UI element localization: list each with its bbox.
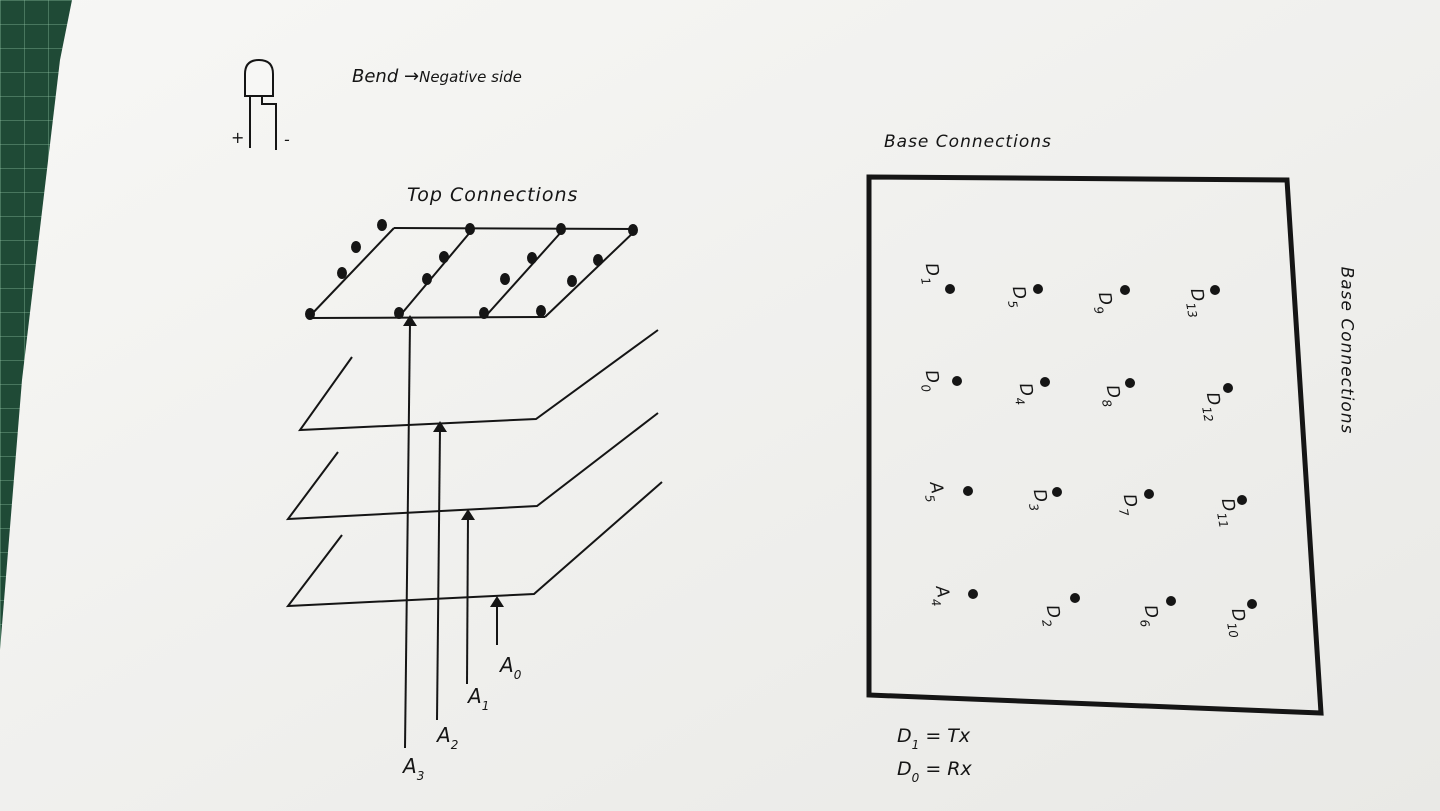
layer-planes [285,329,663,608]
bend-text: Bend [352,66,399,87]
negative-side-text: Negative side [419,68,522,86]
note-d1-tx: D1 = Tx [897,725,971,752]
pin-label-d4: D4 [1012,381,1037,407]
pin-label-d12: D12 [1199,390,1224,424]
anode-label-a3: A3 [403,754,425,783]
led-markers [305,219,638,320]
pin-label-a4: A4 [928,584,953,608]
anode-wires [403,315,504,749]
anode-label-a1: A1 [468,684,490,713]
pin-label-d8: D8 [1099,383,1124,409]
pin-label-d9: D9 [1091,290,1116,316]
base-board [866,174,1324,716]
bend-label: Bend →Negative side [352,68,522,86]
pin-label-d1: D1 [918,261,943,287]
pin-label-d11: D11 [1214,496,1239,530]
pin-label-d7: D7 [1116,492,1141,518]
base-pin-dots [945,284,1257,609]
pin-label-d2: D2 [1039,603,1064,629]
arrow-glyph: → [404,66,420,87]
pin-label-d6: D6 [1137,603,1162,629]
base-connections-side-title: Base Connections [1336,266,1357,435]
pin-label-d13: D13 [1183,286,1208,320]
anode-label-a0: A0 [500,653,522,682]
anode-label-a2: A2 [437,723,459,752]
pin-label-d10: D10 [1224,606,1249,640]
plus-sign: + [231,128,245,147]
base-connections-title: Base Connections [884,132,1052,152]
pin-label-d5: D5 [1005,284,1030,310]
pin-label-d3: D3 [1026,487,1051,513]
pin-label-a5: A5 [922,480,947,504]
top-connections-title: Top Connections [407,184,579,206]
minus-sign: - [284,130,290,149]
top-led-grid [307,227,638,319]
led-symbol [244,58,277,150]
pin-label-d0: D0 [918,368,943,394]
note-d0-rx: D0 = Rx [897,758,972,785]
